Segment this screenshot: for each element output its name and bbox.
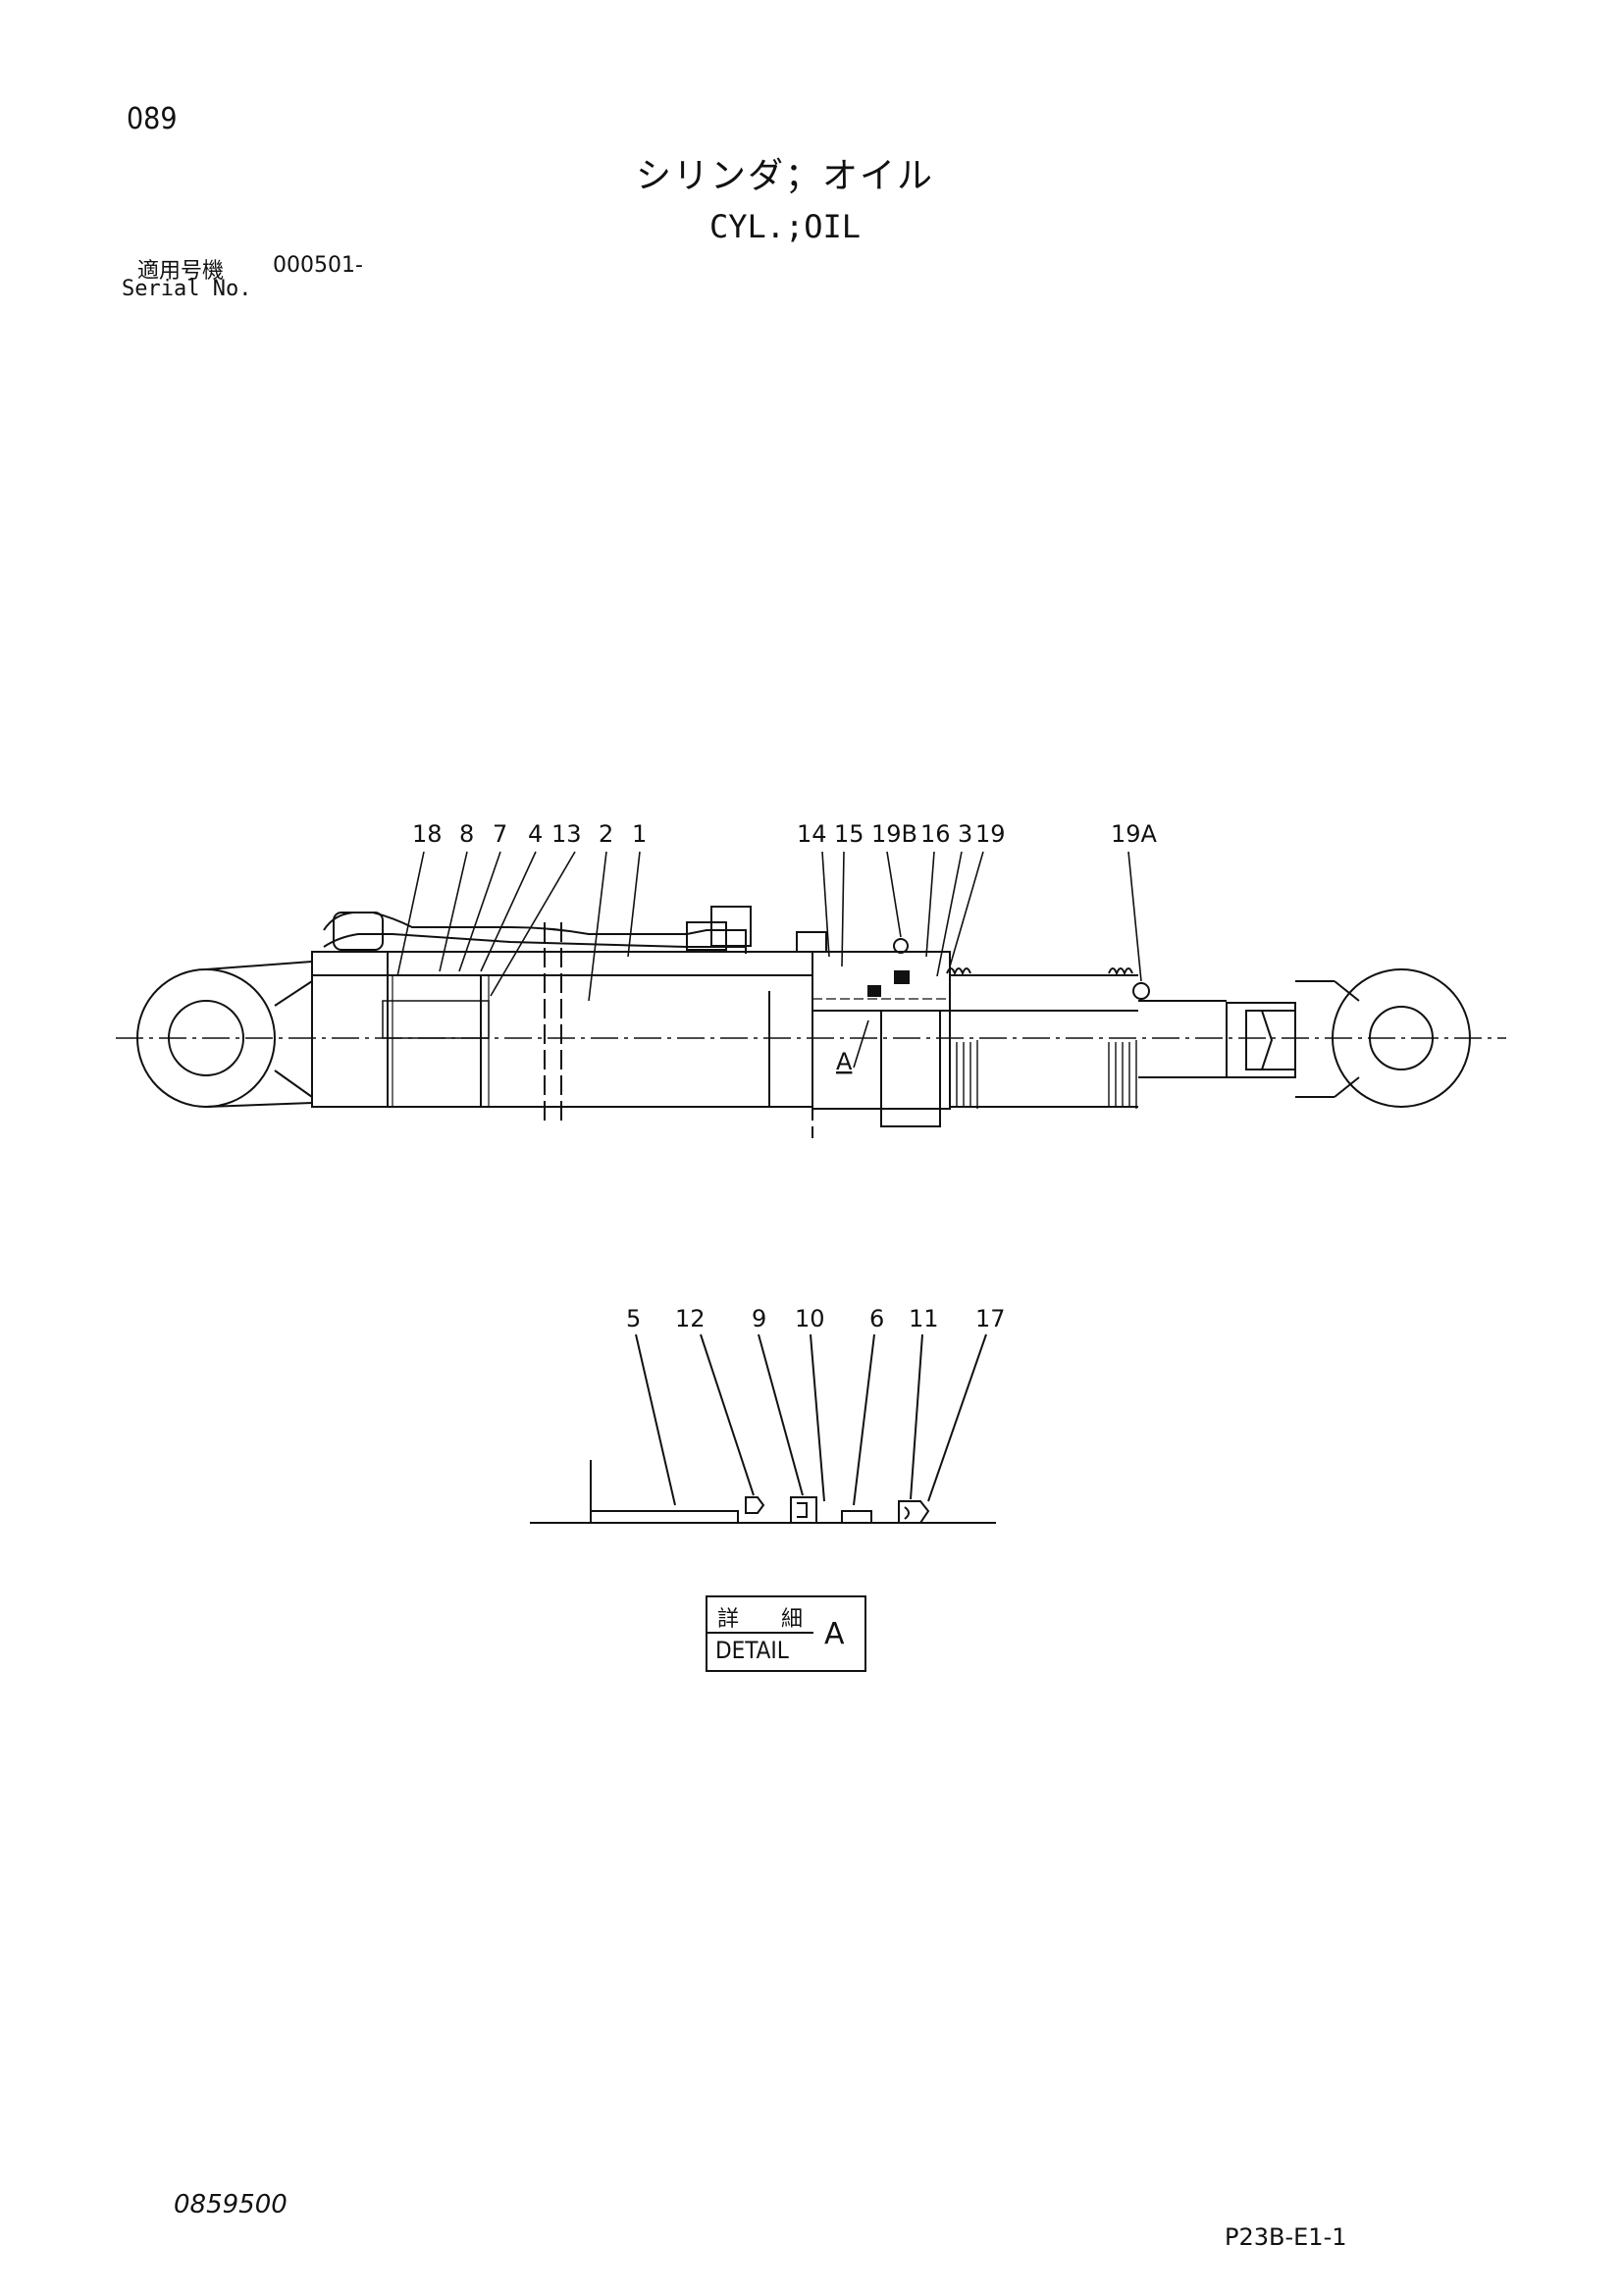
callout-19b: 19B (871, 820, 917, 848)
hose-pipe (323, 906, 827, 954)
detail-label-japanese: 詳 細 (717, 1607, 820, 1632)
section-marker-a: A (836, 1048, 853, 1075)
detail-callout-6: 6 (869, 1305, 884, 1332)
title-english: CYL.;OIL (708, 208, 862, 245)
callout-13: 13 (551, 820, 582, 848)
page-code: P23B-E1-1 (1225, 2223, 1347, 2251)
callout-19a: 19A (1111, 820, 1158, 848)
detail-callout-17: 17 (975, 1305, 1006, 1332)
callout-14: 14 (797, 820, 827, 848)
left-rod-eye (136, 961, 313, 1108)
callout-8: 8 (459, 820, 474, 848)
main-callouts: 18 8 7 4 13 2 1 14 15 19B 16 3 19 19A A (412, 820, 1158, 1075)
detail-a-view (530, 1333, 996, 1524)
serial-label-english: Serial No. (122, 277, 252, 301)
detail-label-english: DETAIL (715, 1637, 789, 1664)
serial-value: 000501- (273, 253, 363, 278)
detail-callout-5: 5 (626, 1305, 641, 1332)
detail-callout-11: 11 (909, 1305, 939, 1332)
callout-7: 7 (493, 820, 507, 848)
detail-callout-12: 12 (675, 1305, 706, 1332)
detail-callout-10: 10 (795, 1305, 825, 1332)
detail-label-letter: A (824, 1617, 845, 1651)
callout-19: 19 (975, 820, 1006, 848)
detail-label-box: 詳 細 DETAIL A (706, 1595, 866, 1672)
callout-4: 4 (528, 820, 543, 848)
title-japanese: シリンダ；オイル (635, 156, 934, 196)
page-number: 089 (127, 102, 178, 136)
document-number: 0859500 (174, 2190, 288, 2219)
callout-1: 1 (632, 820, 647, 848)
callout-18: 18 (412, 820, 443, 848)
piston-rod (946, 967, 1227, 1109)
cylinder-head (812, 938, 951, 1127)
main-callout-leaders (396, 851, 1142, 1069)
right-rod-eye (1226, 968, 1471, 1108)
detail-label-divider (707, 1632, 813, 1634)
detail-callout-9: 9 (752, 1305, 766, 1332)
detail-callouts: 5 12 9 10 6 11 17 (626, 1305, 1006, 1332)
callout-15: 15 (834, 820, 864, 848)
callout-2: 2 (599, 820, 613, 848)
callout-3: 3 (958, 820, 972, 848)
callout-16: 16 (920, 820, 951, 848)
serial-label-japanese: 適用号機 (137, 259, 225, 284)
cylinder-tube (311, 922, 813, 1138)
